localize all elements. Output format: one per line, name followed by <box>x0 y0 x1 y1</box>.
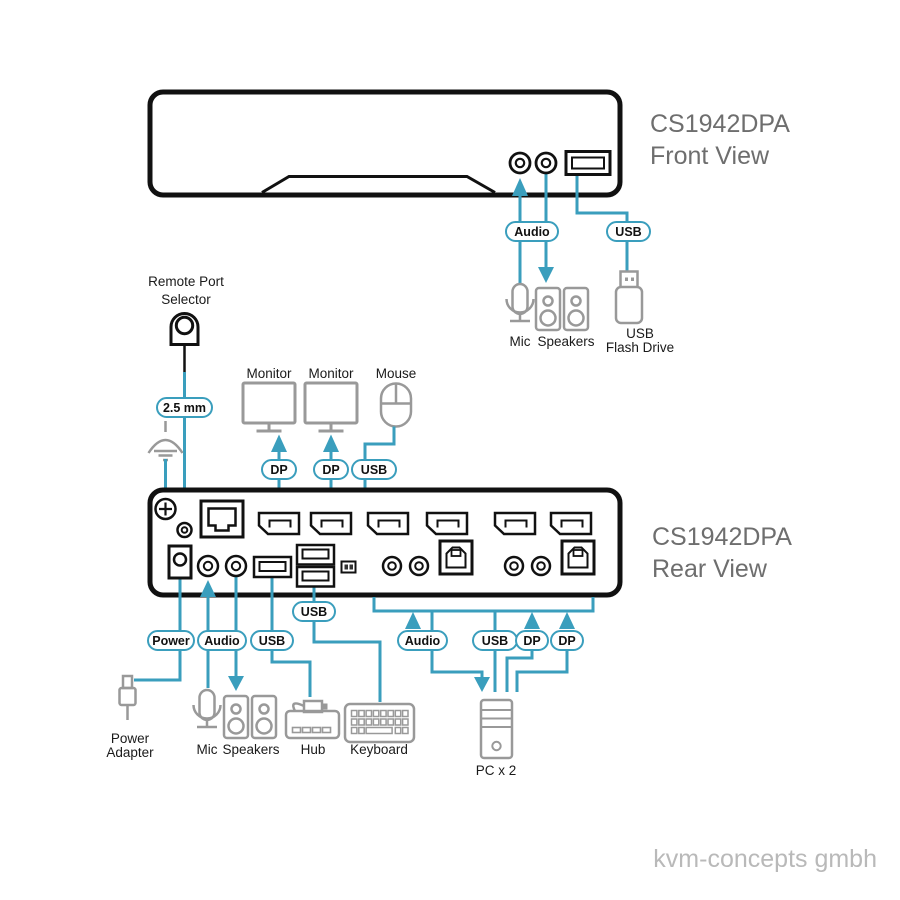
pill-dp-monitor-2: DP <box>313 459 349 480</box>
mouse-icon <box>379 382 413 428</box>
speakers-icon-rear <box>222 694 278 740</box>
hub-icon <box>284 699 341 740</box>
monitor-icon-2 <box>303 381 359 433</box>
pill-usb-keyboard: USB <box>292 601 336 622</box>
pill-dp-pc-2: DP <box>550 630 584 651</box>
front-device <box>147 89 623 198</box>
pill-audio-console: Audio <box>197 630 247 651</box>
audio-jacks-pc1 <box>381 555 430 577</box>
rear-connection-lines <box>134 576 595 702</box>
pc-label: PC x 2 <box>475 763 517 778</box>
keyboard-label: Keyboard <box>350 742 408 757</box>
remote-port-selector-label-2: Selector <box>161 292 211 307</box>
mic-icon-rear <box>192 688 222 729</box>
arrow-up-pc-audio <box>405 612 421 629</box>
pc-tower-icon <box>479 698 514 760</box>
arrow-up-pc-dp1 <box>524 612 540 629</box>
grounding-screw <box>154 497 177 521</box>
usb-port-stacked-bottom <box>295 565 336 588</box>
keyboard-icon <box>343 702 416 744</box>
front-ports <box>508 150 612 176</box>
rj45-port <box>199 499 245 539</box>
usb-b-port-pc1 <box>438 539 474 576</box>
audio-jack-mic-rear <box>196 554 220 578</box>
pill-dp-pc-1: DP <box>515 630 549 651</box>
speakers-label-rear: Speakers <box>222 742 280 757</box>
dp-port-console-1 <box>257 511 301 536</box>
front-view-subtitle: Front View <box>650 142 770 170</box>
mic-icon-front <box>505 282 535 323</box>
pill-power: Power <box>147 630 195 651</box>
remote-port-selector-icon <box>169 312 200 372</box>
dp-port-pc1-a <box>366 511 410 536</box>
arrow-down-speakers-front <box>538 267 554 283</box>
dp-port-pc2-b <box>549 511 593 536</box>
pill-usb-front: USB <box>606 221 651 242</box>
pill-usb-pc: USB <box>472 630 518 651</box>
rear-view-title: CS1942DPA <box>652 523 792 551</box>
monitor-label-1: Monitor <box>246 366 292 381</box>
usb-flash-label-2: Flash Drive <box>605 340 675 355</box>
arrow-up-mic-rear <box>200 580 216 597</box>
dp-port-console-2 <box>309 511 353 536</box>
arrow-down-pc <box>474 677 490 692</box>
audio-jacks-pc2 <box>503 555 552 577</box>
pill-remote-jack: 2.5 mm <box>156 397 213 418</box>
arrow-up-monitor-1 <box>271 434 287 452</box>
usb-port-stacked-top <box>295 543 336 566</box>
usb-flash-label-1: USB <box>626 326 654 341</box>
power-jack <box>167 544 193 580</box>
dp-port-pc1-b <box>425 511 469 536</box>
pill-audio-front: Audio <box>505 221 559 242</box>
mic-label-rear: Mic <box>196 742 218 757</box>
audio-jack-mic-front <box>508 151 532 175</box>
power-adapter-icon <box>118 674 137 720</box>
ground-symbol <box>147 421 184 462</box>
mouse-label: Mouse <box>375 366 417 381</box>
usb-port-hub <box>252 555 293 579</box>
audio-jack-speaker-front <box>534 151 558 175</box>
power-adapter-label-1: Power <box>110 731 150 746</box>
front-view-title: CS1942DPA <box>650 110 790 138</box>
dp-port-pc2-a <box>493 511 537 536</box>
usb-b-port-pc2 <box>560 539 596 576</box>
watermark: kvm-concepts gmbh <box>653 845 877 873</box>
monitor-label-2: Monitor <box>308 366 354 381</box>
arrow-up-pc-dp2 <box>559 612 575 629</box>
rear-view-subtitle: Rear View <box>652 555 767 583</box>
hub-label: Hub <box>300 742 326 757</box>
remote-port-selector-label-1: Remote Port <box>148 274 224 289</box>
pill-usb-hub: USB <box>250 630 294 651</box>
pill-audio-pc: Audio <box>397 630 448 651</box>
arrow-up-mic-front <box>512 178 528 196</box>
pill-usb-mouse: USB <box>351 459 397 480</box>
usb-flash-drive-icon <box>614 270 644 325</box>
audio-jack-speaker-rear <box>224 554 248 578</box>
arrow-up-monitor-2 <box>323 434 339 452</box>
speakers-icon-front <box>534 286 590 332</box>
pill-dp-monitor-1: DP <box>261 459 297 480</box>
dip-switch <box>340 560 357 574</box>
power-adapter-label-2: Adapter <box>106 745 154 760</box>
speakers-label-front: Speakers <box>537 334 595 349</box>
rear-ports <box>154 497 596 588</box>
arrow-down-speakers-rear <box>228 676 244 691</box>
remote-selector-jack <box>176 521 193 539</box>
usb-port-front <box>564 150 612 176</box>
monitor-icon-1 <box>241 381 297 433</box>
mic-label-front: Mic <box>509 334 531 349</box>
